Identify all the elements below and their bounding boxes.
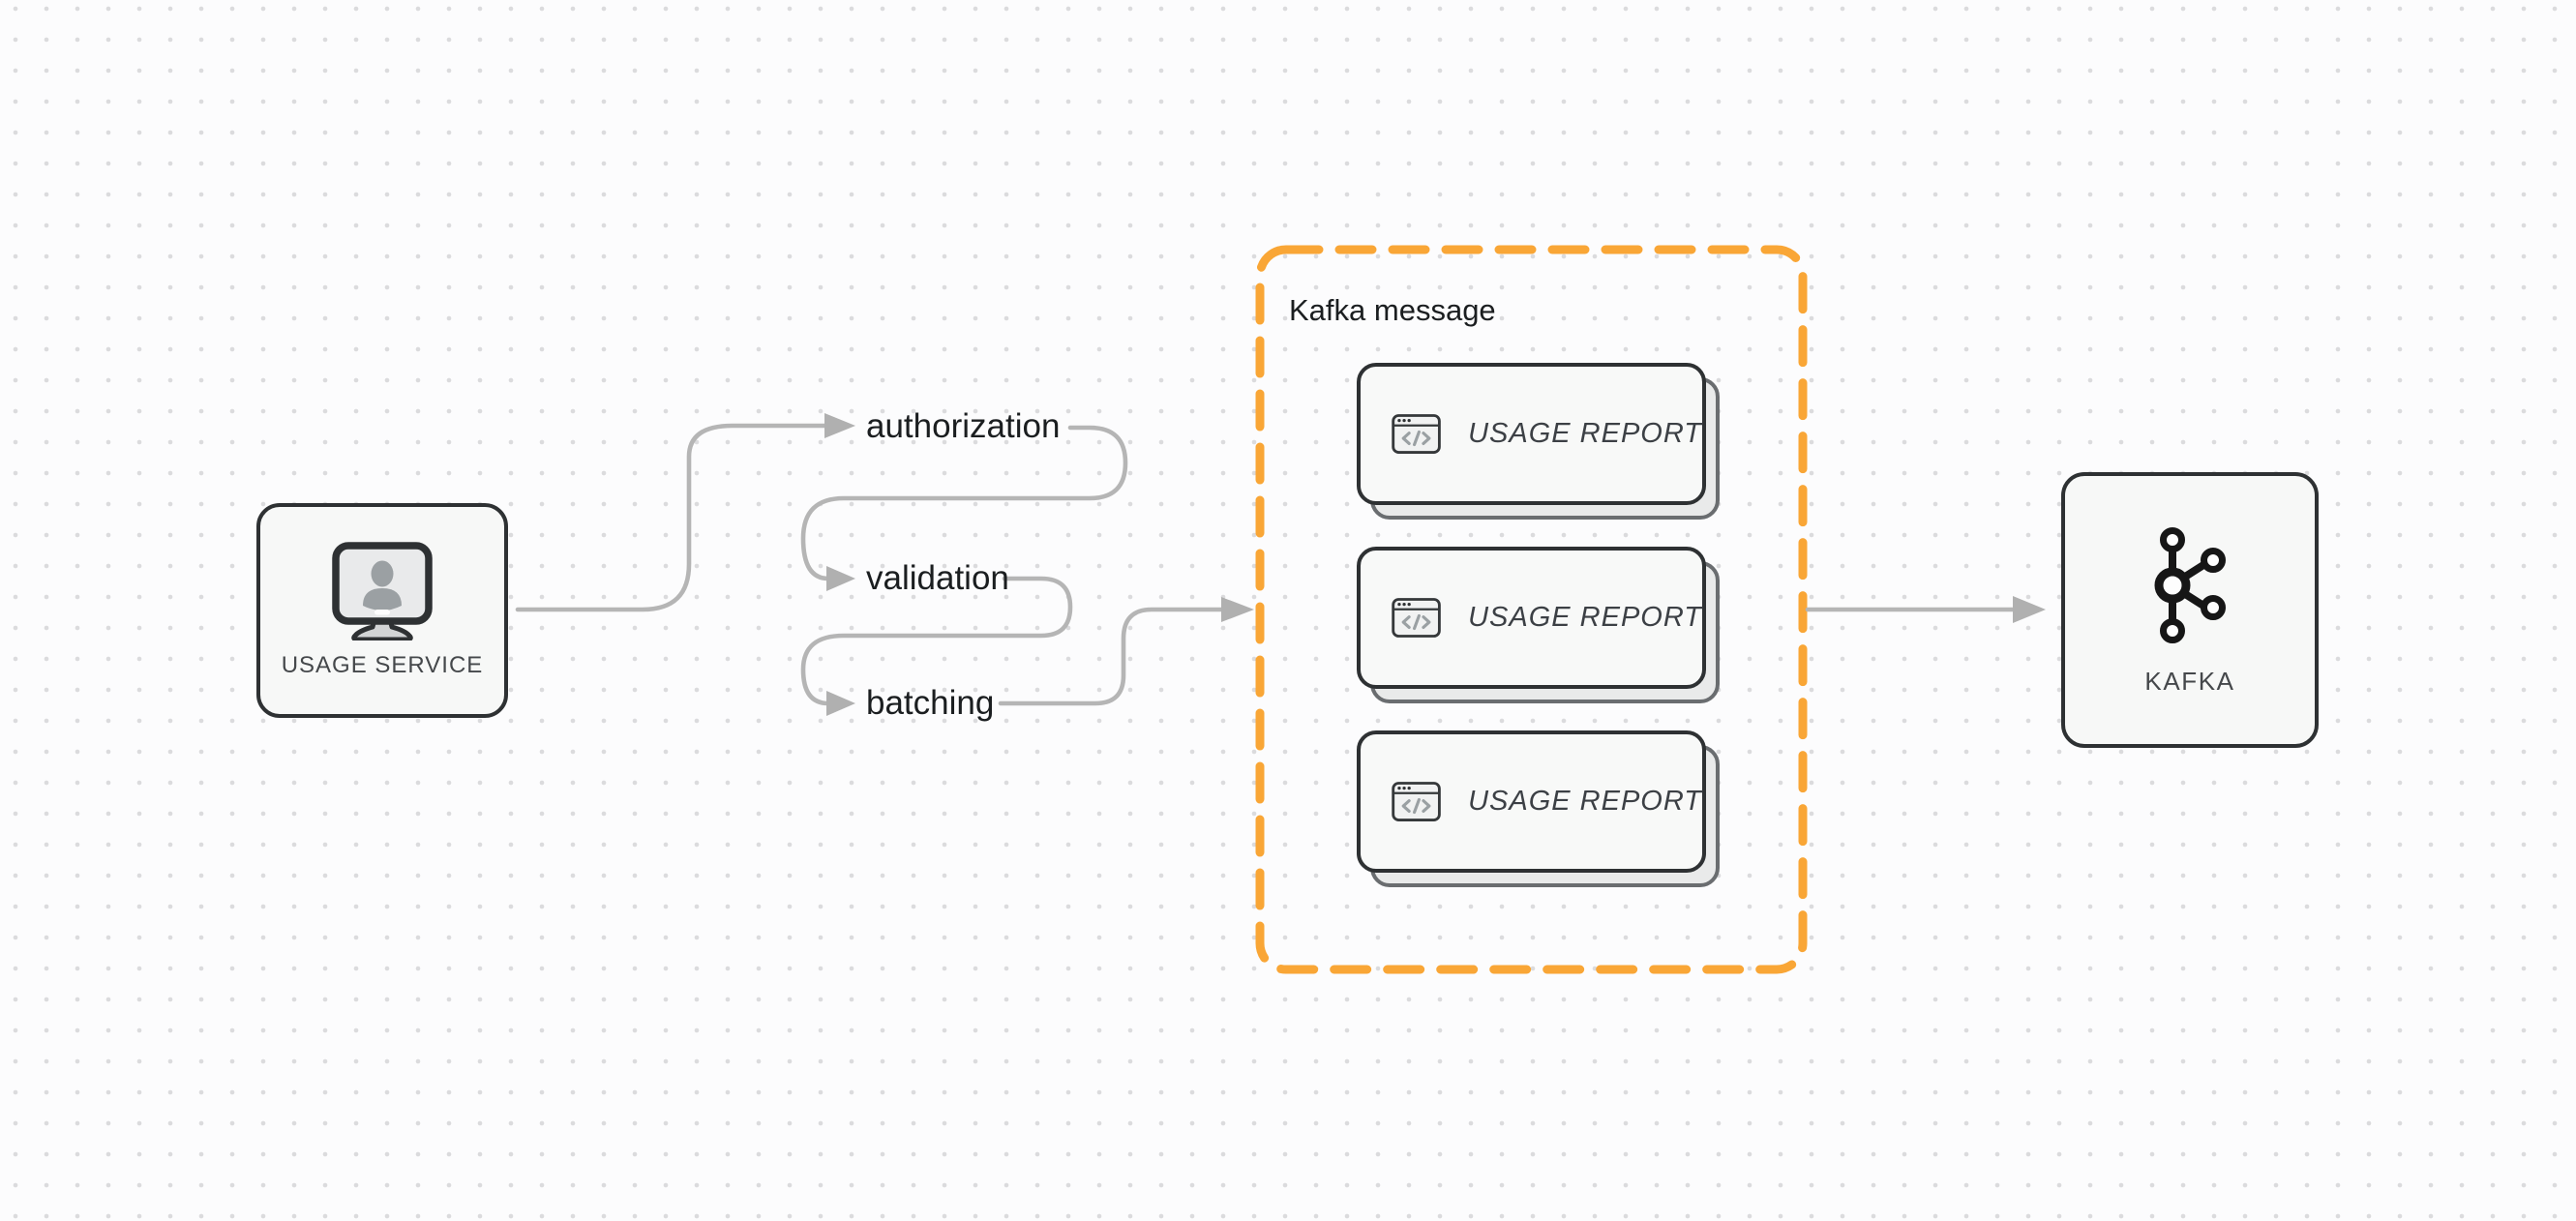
usage-report-card-label: USAGE REPORT — [1468, 602, 1702, 633]
arrow-authorization-to-validation — [800, 425, 1128, 581]
kafka-message-group-title: Kafka message — [1289, 293, 1496, 327]
arrowhead-validation — [826, 566, 855, 591]
code-window-icon — [1392, 766, 1441, 837]
usage-report-card-label: USAGE REPORT — [1468, 418, 1702, 449]
arrow-batching-to-kafka-message — [998, 607, 1224, 706]
usage-report-card-face: USAGE REPORT — [1357, 547, 1706, 689]
node-kafka-label: KAFKA — [2144, 667, 2235, 696]
arrowhead-kafka — [2013, 596, 2046, 623]
kafka-logo-icon — [2154, 527, 2226, 643]
monitor-user-icon — [332, 542, 433, 640]
kafka-message-group-border — [1255, 245, 1808, 974]
arrowhead-kafka-message — [1221, 597, 1254, 622]
node-usage-service-label: USAGE SERVICE — [281, 652, 484, 678]
usage-report-card: USAGE REPORT — [1357, 730, 1720, 887]
code-window-icon — [1392, 399, 1441, 469]
usage-report-card-label: USAGE REPORT — [1468, 786, 1702, 817]
arrow-validation-to-batching — [800, 576, 1073, 706]
flow-step-authorization: authorization — [866, 407, 1061, 445]
arrow-service-to-authorization — [515, 423, 827, 612]
code-window-icon — [1392, 582, 1441, 653]
usage-report-card-face: USAGE REPORT — [1357, 730, 1706, 873]
flow-step-batching: batching — [866, 684, 995, 722]
usage-report-card: USAGE REPORT — [1357, 363, 1720, 520]
arrowhead-authorization — [824, 413, 855, 438]
node-kafka: KAFKA — [2061, 472, 2319, 748]
flow-step-validation: validation — [866, 559, 1009, 597]
node-usage-service: USAGE SERVICE — [256, 503, 508, 718]
usage-report-card: USAGE REPORT — [1357, 547, 1720, 703]
usage-report-card-face: USAGE REPORT — [1357, 363, 1706, 505]
arrowhead-batching — [826, 691, 855, 716]
